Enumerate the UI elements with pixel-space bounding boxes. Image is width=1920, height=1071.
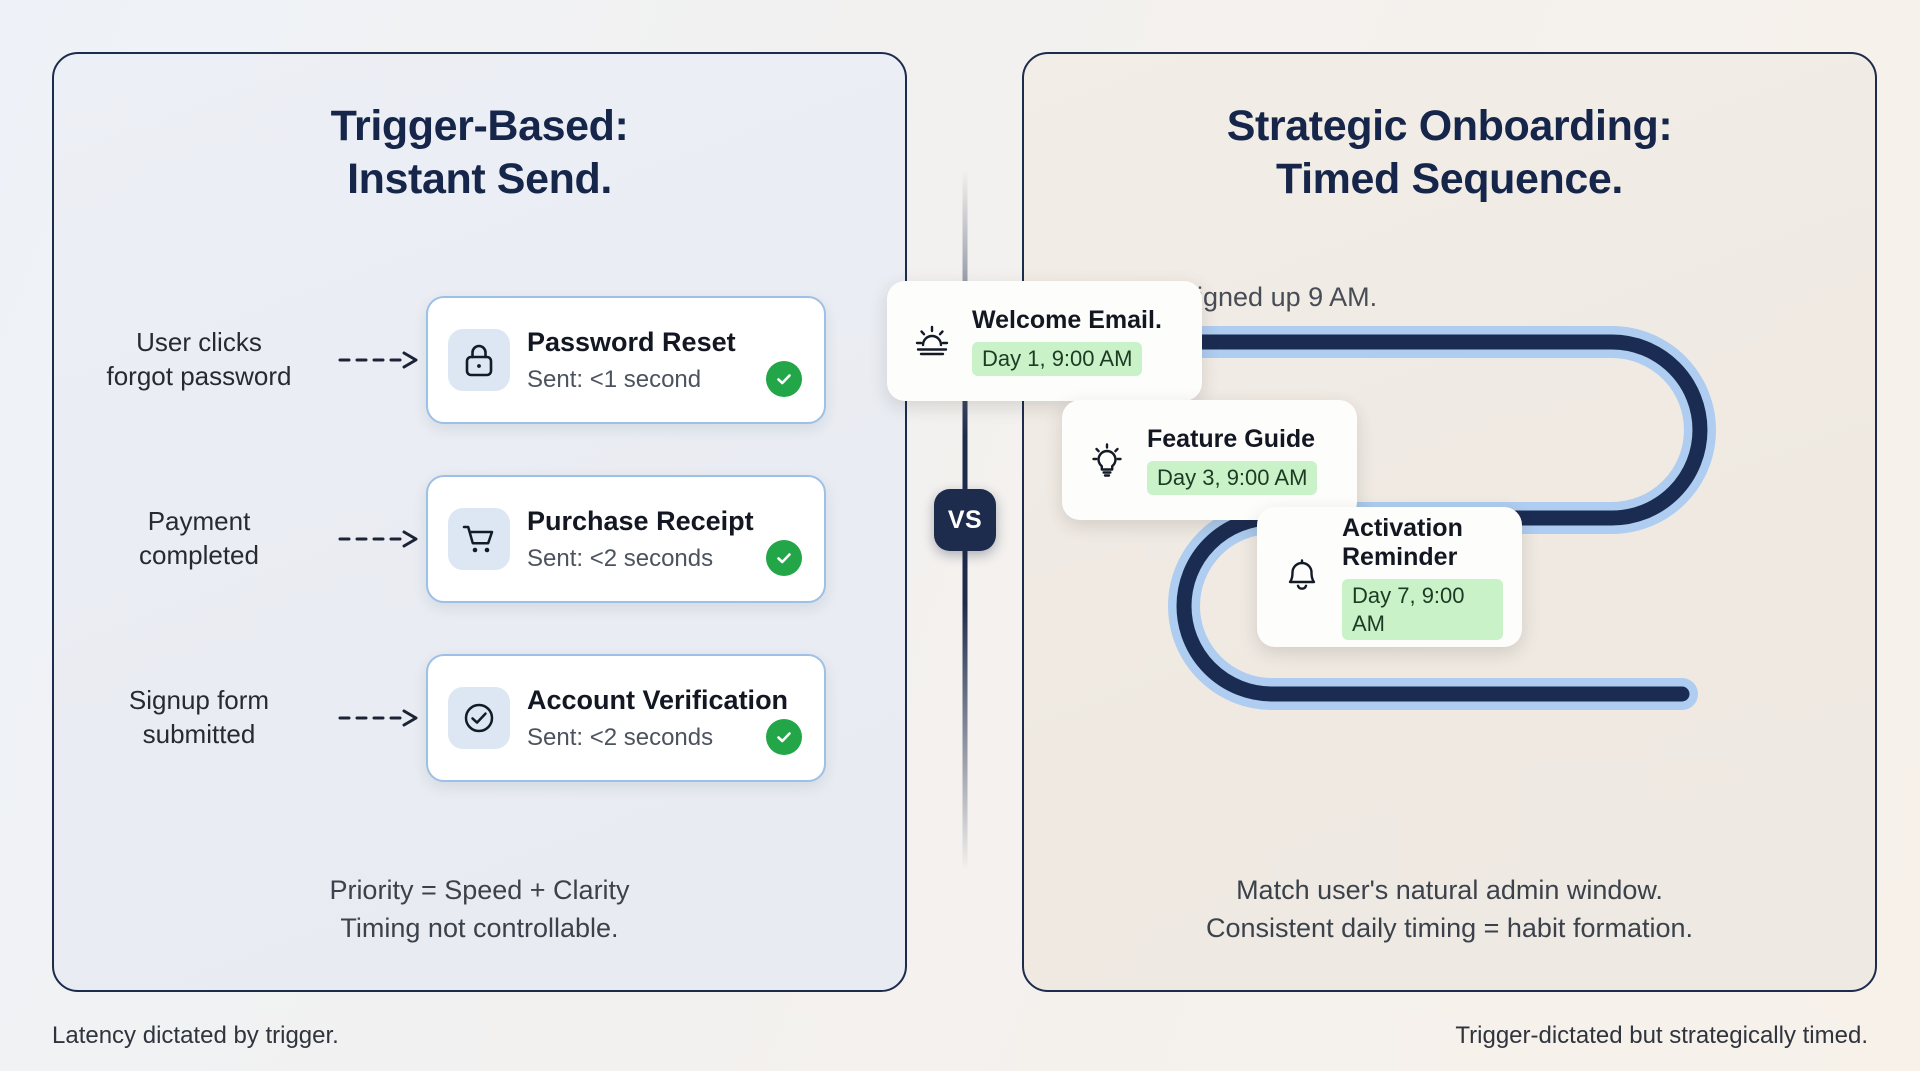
dashed-arrow-icon (338, 709, 418, 727)
left-footer-line-2: Timing not controllable. (340, 912, 619, 943)
sequence-card-title: Feature Guide (1147, 425, 1316, 454)
bell-icon (1276, 551, 1328, 603)
shopping-cart-icon (448, 508, 510, 570)
caption-left: Latency dictated by trigger. (52, 1022, 339, 1049)
sequence-card-activation-reminder[interactable]: Activation Reminder Day 7, 9:00 AM (1257, 507, 1522, 647)
right-panel-title: Strategic Onboarding: Timed Sequence. (1024, 54, 1875, 206)
trigger-label-line-2: completed (139, 540, 259, 570)
trigger-row: Payment completed Purchase Receipt Sen (54, 473, 905, 605)
schedule-badge: Day 1, 9:00 AM (972, 342, 1143, 376)
right-title-line-1: Strategic Onboarding: (1226, 102, 1673, 150)
left-title-line-1: Trigger-Based: (330, 102, 629, 150)
lightbulb-icon (1081, 434, 1133, 486)
trigger-label-line-2: forgot password (106, 361, 292, 391)
dashed-arrow-icon (338, 351, 418, 369)
left-panel-title: Trigger-Based: Instant Send. (54, 54, 905, 206)
schedule-badge: Day 7, 9:00 AM (1342, 579, 1503, 640)
left-panel-footer: Priority = Speed + Clarity Timing not co… (54, 872, 905, 948)
trigger-label: User clicks forgot password (54, 326, 344, 394)
trigger-label-line-1: Signup form (128, 685, 270, 716)
event-card-purchase-receipt[interactable]: Purchase Receipt Sent: <2 seconds (426, 475, 826, 603)
left-footer-line-1: Priority = Speed + Clarity (329, 875, 630, 905)
event-card-subtitle: Sent: <1 second (527, 365, 702, 393)
event-card-title: Password Reset (527, 326, 736, 357)
sunrise-icon (906, 315, 958, 367)
event-card-subtitle: Sent: <2 seconds (527, 544, 714, 572)
sequence-card-feature-guide[interactable]: Feature Guide Day 3, 9:00 AM (1062, 400, 1357, 520)
lock-icon (448, 329, 510, 391)
event-card-title: Account Verification (527, 684, 789, 715)
trigger-row: Signup form submitted Account Verificati… (54, 652, 905, 784)
right-footer-line-2: Consistent daily timing = habit formatio… (1206, 912, 1693, 943)
trigger-label-line-2: submitted (142, 719, 256, 749)
trigger-label: Signup form submitted (54, 684, 344, 752)
sequence-card-text: Welcome Email. Day 1, 9:00 AM (972, 306, 1162, 376)
right-title-line-2: Timed Sequence. (1276, 154, 1623, 203)
dashed-arrow-icon (338, 530, 418, 548)
event-card-password-reset[interactable]: Password Reset Sent: <1 second (426, 296, 826, 424)
vs-badge: VS (934, 489, 996, 551)
circle-check-icon (448, 687, 510, 749)
schedule-badge: Day 3, 9:00 AM (1147, 461, 1318, 495)
check-icon (766, 719, 802, 755)
caption-right: Trigger-dictated but strategically timed… (1455, 1022, 1868, 1049)
sequence-card-text: Activation Reminder Day 7, 9:00 AM (1342, 514, 1503, 640)
versus-divider: VS (913, 170, 1017, 870)
panel-trigger-based: Trigger-Based: Instant Send. User clicks… (52, 52, 907, 992)
check-icon (766, 361, 802, 397)
right-footer-line-1: Match user's natural admin window. (1236, 875, 1663, 905)
sequence-card-title-line-1: Activation (1342, 514, 1463, 542)
event-card-subtitle: Sent: <2 seconds (527, 723, 714, 751)
left-title-line-2: Instant Send. (347, 154, 612, 203)
trigger-label: Payment completed (54, 505, 344, 573)
sequence-area: Welcome Email. Day 1, 9:00 AM Feature Gu… (887, 52, 1877, 992)
trigger-label-line-1: Payment (147, 506, 251, 537)
check-icon (766, 540, 802, 576)
right-panel-footer: Match user's natural admin window. Consi… (1024, 872, 1875, 948)
sequence-card-text: Feature Guide Day 3, 9:00 AM (1147, 425, 1318, 495)
sequence-card-title-line-2: Reminder (1342, 543, 1458, 571)
trigger-label-line-1: User clicks (136, 327, 262, 358)
event-card-account-verification[interactable]: Account Verification Sent: <2 seconds (426, 654, 826, 782)
sequence-card-welcome-email[interactable]: Welcome Email. Day 1, 9:00 AM (887, 281, 1202, 401)
sequence-card-title: Welcome Email. (972, 306, 1162, 335)
event-card-title: Purchase Receipt (527, 505, 754, 536)
event-card-text: Password Reset Sent: <1 second (527, 327, 736, 393)
trigger-row: User clicks forgot password Password Res… (54, 294, 905, 426)
event-card-text: Purchase Receipt Sent: <2 seconds (527, 506, 754, 572)
event-card-text: Account Verification Sent: <2 seconds (527, 685, 788, 751)
sequence-card-title: Activation Reminder (1342, 514, 1503, 572)
